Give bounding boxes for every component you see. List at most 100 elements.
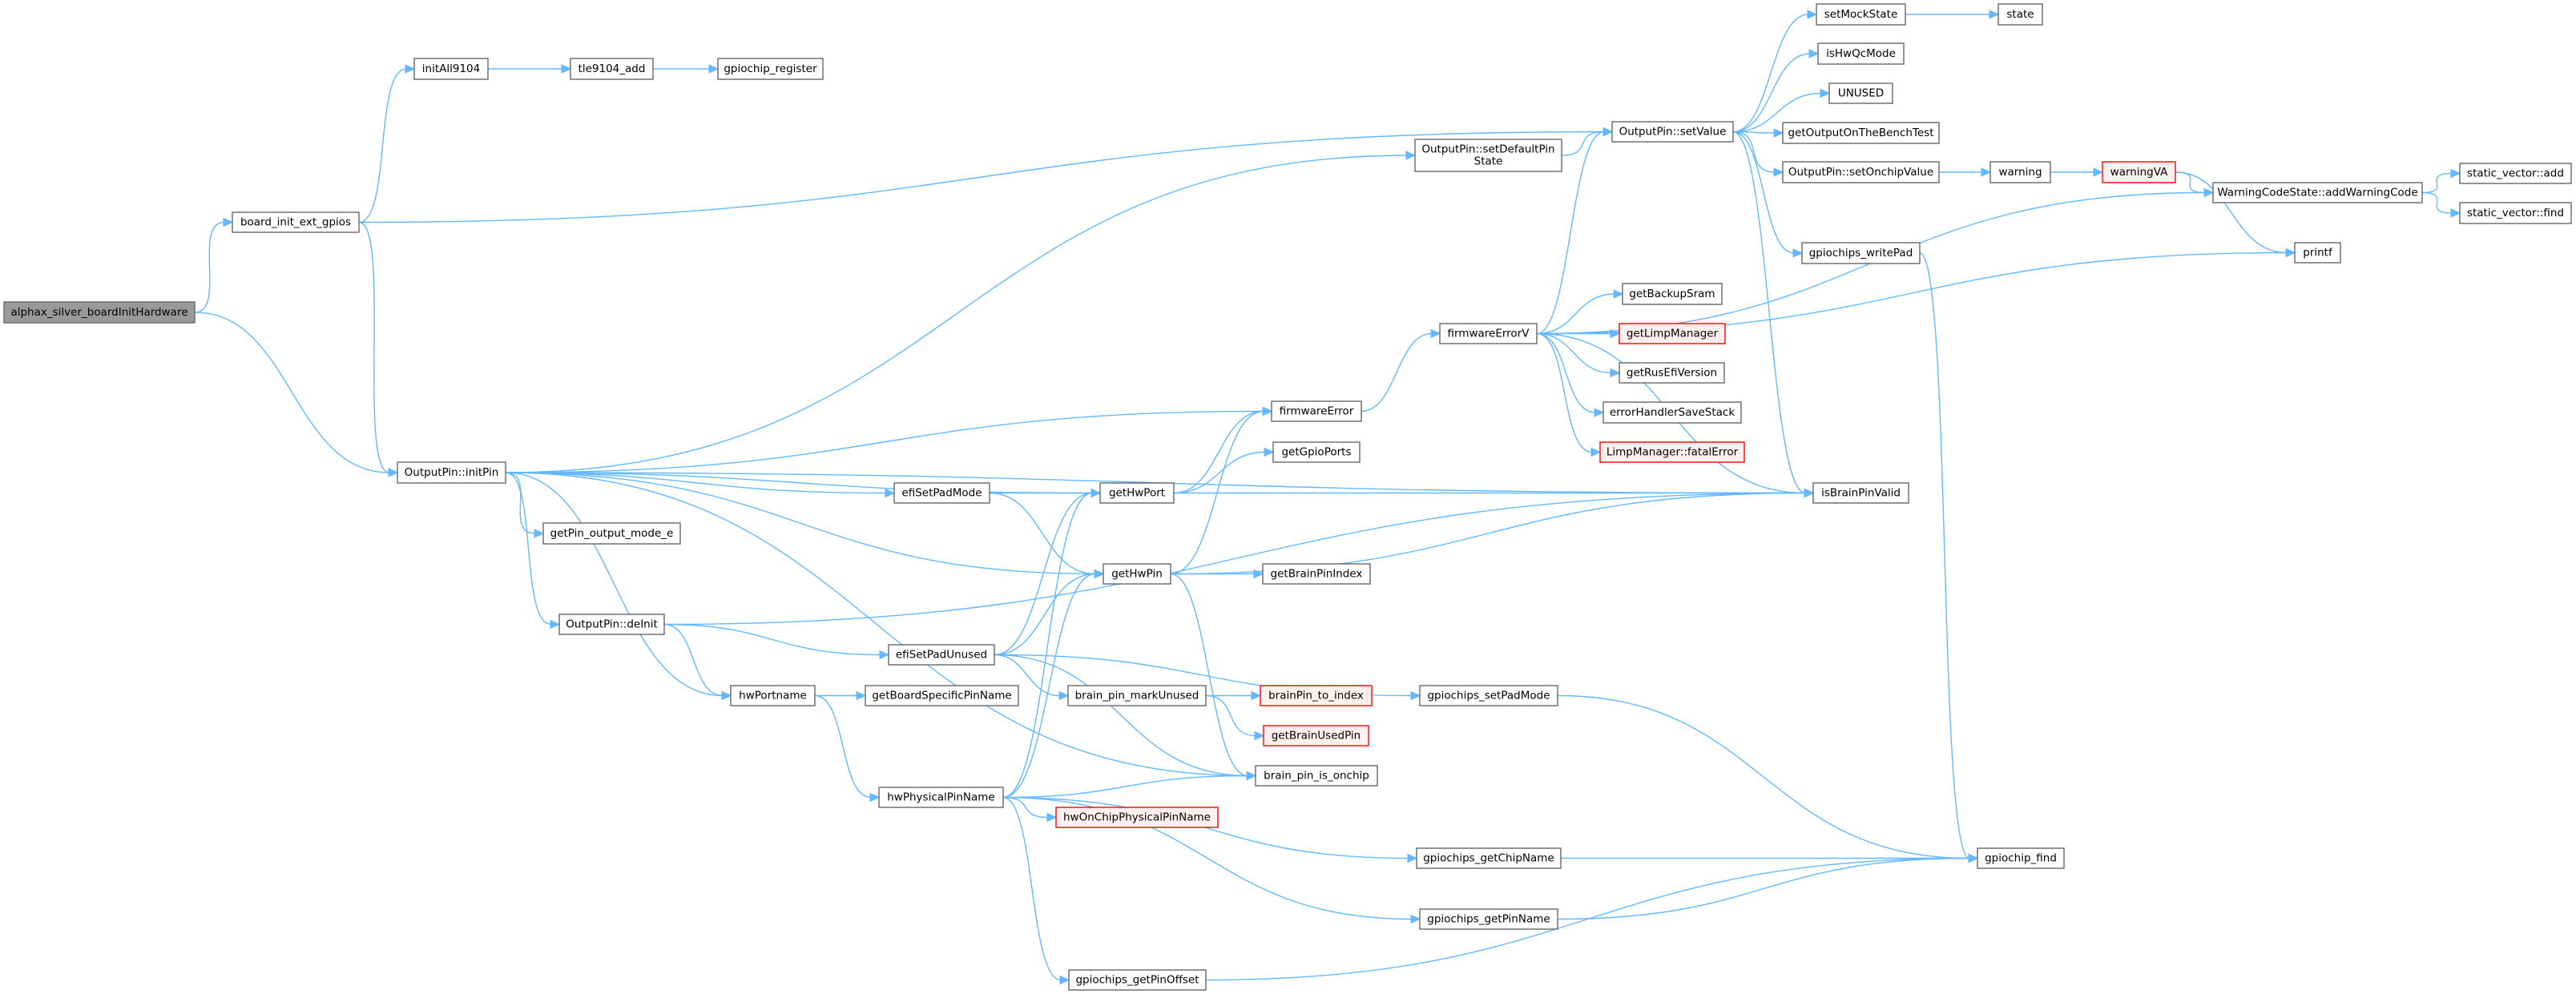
- node-getlimpmanager[interactable]: getLimpManager: [1619, 323, 1726, 344]
- node-label: brain_pin_is_onchip: [1264, 770, 1369, 783]
- node-tle9104-add[interactable]: tle9104_add: [570, 58, 654, 80]
- node-initpin[interactable]: OutputPin::initPin: [397, 461, 506, 484]
- node-getpin-output-mode-e[interactable]: getPin_output_mode_e: [542, 522, 681, 545]
- node-label: OutputPin::setDefaultPin: [1421, 143, 1554, 156]
- arrowhead-initpin: [388, 468, 399, 477]
- edge-gethwpin-to-firmwareerror: [1170, 410, 1264, 575]
- edge-board-init-ext-gpios-to-initall9104: [358, 68, 407, 223]
- node-getbrainusedpin[interactable]: getBrainUsedPin: [1263, 725, 1369, 747]
- node-box: [2459, 163, 2572, 184]
- node-getbrainpinindex[interactable]: getBrainPinIndex: [1262, 563, 1371, 585]
- arrowhead-brainpin-to-index: [1251, 690, 1262, 701]
- node-label: brainPin_to_index: [1268, 690, 1364, 702]
- arrowhead-gpiochip-find: [1968, 853, 1979, 863]
- node-box: [717, 58, 824, 80]
- node-box: [1262, 563, 1371, 585]
- arrowhead-gpiochips-getpinoffset: [1059, 975, 1070, 985]
- node-gpiochips-setpadmode[interactable]: gpiochips_setPadMode: [1419, 685, 1558, 706]
- node-deinit[interactable]: OutputPin::deInit: [558, 614, 665, 635]
- node-getboardspecificpinname[interactable]: getBoardSpecificPinName: [865, 685, 1019, 706]
- node-label: brain_pin_markUnused: [1075, 690, 1199, 702]
- node-sv-find[interactable]: static_vector::find: [2459, 202, 2572, 224]
- edge-firmwareerrorv-to-setvalue: [1536, 131, 1605, 335]
- node-gpiochips-writepad[interactable]: gpiochips_writePad: [1801, 242, 1921, 264]
- node-getrusefiversion[interactable]: getRusEfiVersion: [1619, 362, 1725, 384]
- arrowhead-getbrainpinindex: [1253, 569, 1264, 579]
- node-ishwqcmode[interactable]: isHwQcMode: [1817, 42, 1905, 65]
- node-warning[interactable]: warning: [1989, 161, 2051, 183]
- nodes-layer: alphax_silver_boardInitHardware board_ini…: [3, 3, 2572, 991]
- node-gpiochips-getchipname[interactable]: gpiochips_getChipName: [1416, 847, 1562, 869]
- node-label: gpiochips_setPadMode: [1427, 690, 1550, 702]
- node-errorhandlersavestack[interactable]: errorHandlerSaveStack: [1602, 401, 1742, 424]
- node-hwphysicalpinname[interactable]: hwPhysicalPinName: [878, 787, 1004, 808]
- node-efisetpadunused[interactable]: efiSetPadUnused: [888, 644, 995, 666]
- node-label: getBrainUsedPin: [1272, 730, 1361, 742]
- edge-board-init-ext-gpios-to-setvalue: [358, 131, 1605, 223]
- node-box: [1055, 807, 1219, 828]
- arrowhead-gpiochips-getpinname: [1410, 914, 1421, 924]
- node-setmockstate[interactable]: setMockState: [1816, 3, 1906, 26]
- node-setonchipvalue[interactable]: OutputPin::setOnchipValue: [1782, 161, 1940, 183]
- arrowhead-getboardspecificpinname: [856, 690, 867, 701]
- node-isbrainpinvalid[interactable]: isBrainPinValid: [1812, 482, 1909, 504]
- node-hwportname[interactable]: hwPortname: [730, 685, 816, 706]
- node-gpiochips-getpinname[interactable]: gpiochips_getPinName: [1419, 908, 1558, 930]
- node-state[interactable]: state: [1998, 3, 2043, 26]
- edge-hwphysicalpinname-to-brain-pin-is-onchip: [1002, 775, 1248, 799]
- node-printf[interactable]: printf: [2294, 242, 2341, 264]
- node-gpiochips-getpinoffset[interactable]: gpiochips_getPinOffset: [1068, 969, 1207, 991]
- node-label: OutputPin::initPin: [405, 466, 499, 479]
- node-fatalerror[interactable]: LimpManager::fatalError: [1599, 441, 1745, 463]
- node-brain-pin-markunused[interactable]: brain_pin_markUnused: [1067, 685, 1207, 706]
- edge-root-to-initpin: [194, 312, 390, 473]
- edge-hwphysicalpinname-to-hwonchipphysicalpinname: [1002, 796, 1049, 819]
- node-box: [1619, 323, 1726, 344]
- node-label: firmwareError: [1280, 405, 1354, 418]
- node-gethwpin[interactable]: getHwPin: [1103, 563, 1171, 585]
- root-node[interactable]: alphax_silver_boardInitHardware: [3, 301, 196, 324]
- node-sv-add[interactable]: static_vector::add: [2459, 163, 2572, 184]
- node-brain-pin-is-onchip[interactable]: brain_pin_is_onchip: [1255, 765, 1378, 787]
- edge-efisetpadunused-to-gethwpin: [994, 573, 1096, 656]
- node-gpiochip-find[interactable]: gpiochip_find: [1977, 847, 2065, 869]
- node-brainpin-to-index[interactable]: brainPin_to_index: [1260, 685, 1373, 706]
- node-box: [1602, 401, 1742, 424]
- node-initall9104[interactable]: initAll9104: [413, 58, 489, 80]
- node-gpiochip-register[interactable]: gpiochip_register: [717, 58, 824, 80]
- node-hwonchipphysicalpinname[interactable]: hwOnChipPhysicalPinName: [1055, 807, 1219, 828]
- node-firmwareerror[interactable]: firmwareError: [1271, 400, 1362, 422]
- edge-deinit-to-isbrainpinvalid: [663, 492, 1806, 626]
- arrowhead-addwarningcode: [2203, 187, 2215, 198]
- node-board-init-ext-gpios[interactable]: board_init_ext_gpios: [232, 211, 360, 233]
- node-warningva[interactable]: warningVA: [2102, 161, 2176, 183]
- edge-setvalue-to-ishwqcmode: [1732, 53, 1811, 133]
- node-box: [2102, 161, 2176, 183]
- node-getbackupsram[interactable]: getBackupSram: [1622, 283, 1723, 305]
- node-gethwport[interactable]: getHwPort: [1099, 482, 1175, 504]
- arrowhead-gethwport: [1090, 488, 1102, 498]
- node-getoutputonthebenchtest[interactable]: getOutputOnTheBenchTest: [1782, 122, 1940, 144]
- node-box: [1419, 685, 1558, 706]
- node-box: [558, 614, 665, 635]
- node-setvalue[interactable]: OutputPin::setValue: [1611, 121, 1734, 143]
- node-getgpioports[interactable]: getGpioPorts: [1272, 441, 1361, 463]
- node-label: OutputPin::setValue: [1619, 126, 1727, 139]
- arrowhead-sv-find: [2450, 208, 2461, 218]
- node-box: [888, 644, 995, 666]
- edge-initpin-to-firmwareerror: [505, 410, 1264, 473]
- node-efisetpadmode[interactable]: efiSetPadMode: [893, 482, 990, 504]
- edge-initpin-to-efisetpadmode: [505, 472, 887, 494]
- node-unused[interactable]: UNUSED: [1828, 82, 1893, 104]
- node-label: getHwPin: [1111, 568, 1163, 581]
- edge-firmwareerrorv-to-getrusefiversion: [1536, 332, 1612, 374]
- edge-initpin-to-gethwpin: [505, 472, 1096, 575]
- arrowhead-getlimpmanager: [1610, 328, 1621, 339]
- node-box: [1099, 482, 1175, 504]
- node-firmwareerrorv[interactable]: firmwareErrorV: [1439, 323, 1538, 344]
- node-addwarningcode[interactable]: WarningCodeState::addWarningCode: [2212, 182, 2423, 203]
- arrowhead-getrusefiversion: [1610, 368, 1621, 378]
- node-box: [1619, 362, 1725, 384]
- node-label: board_init_ext_gpios: [240, 216, 351, 229]
